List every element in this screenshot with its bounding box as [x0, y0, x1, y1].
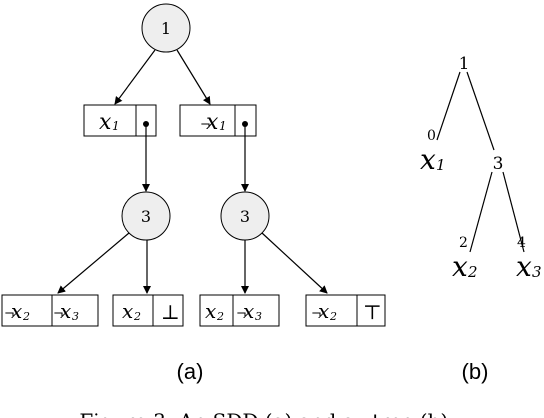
svg-text:¬: ¬ — [311, 307, 322, 322]
svg-text:3: 3 — [72, 310, 79, 323]
svg-text:3: 3 — [141, 207, 151, 226]
sdd-root-node: 1 — [141, 3, 191, 53]
svg-text:x: x — [99, 110, 112, 135]
svg-text:¬: ¬ — [53, 307, 64, 322]
svg-text:¬: ¬ — [4, 307, 15, 322]
svg-text:x: x — [516, 250, 532, 283]
vtree-edge-root-left — [436, 71, 461, 141]
svg-text:2: 2 — [216, 310, 224, 323]
sdd-terminal-3: x 2 ¬ x 3 — [199, 294, 280, 327]
svg-text:3: 3 — [532, 263, 542, 281]
sdd-terminal-2: x 2 ⊥ — [112, 294, 184, 327]
sdd-element-right: ¬ x 1 — [179, 104, 257, 137]
svg-text:0: 0 — [427, 128, 436, 144]
vtree-edge-inner-left — [469, 171, 493, 253]
svg-text:2: 2 — [329, 310, 337, 323]
svg-text:x: x — [452, 250, 468, 283]
svg-text:x: x — [205, 299, 216, 323]
sdd-terminal-1: ¬ x 2 ¬ x 3 — [1, 294, 99, 327]
svg-text:x: x — [122, 299, 133, 323]
sdd-node-left-3: 3 — [121, 191, 171, 241]
svg-text:¬: ¬ — [200, 118, 211, 133]
sdd-root-label: 1 — [161, 19, 171, 38]
sdd-edge-r3-t4 — [261, 232, 328, 294]
sdd-edge-root-right — [176, 49, 211, 105]
svg-text:3: 3 — [240, 207, 250, 226]
vtree-root-label: 1 — [459, 54, 470, 74]
vtree-leaf-x1: 0 x 1 — [420, 128, 446, 176]
figure-caption: Figure 3: An SDD (a) and a vtree (b). — [79, 409, 454, 418]
panel-label-b: (b) — [462, 359, 489, 384]
panel-label-a: (a) — [177, 359, 204, 384]
svg-text:x: x — [206, 110, 219, 135]
svg-text:1: 1 — [219, 119, 227, 133]
svg-text:¬: ¬ — [236, 307, 247, 322]
svg-text:4: 4 — [517, 235, 526, 251]
vtree-leaf-x3: 4 x 3 — [516, 235, 542, 283]
svg-text:2: 2 — [459, 235, 468, 251]
svg-text:x: x — [11, 299, 22, 323]
vtree-leaf-x2: 2 x 2 — [452, 235, 478, 283]
vtree-inner-label: 3 — [493, 154, 504, 174]
svg-text:2: 2 — [467, 263, 478, 281]
sdd-terminal-4: ¬ x 2 ⊤ — [305, 294, 386, 327]
sdd-edge-l3-t1 — [57, 232, 130, 294]
svg-text:3: 3 — [255, 310, 262, 323]
svg-text:⊤: ⊤ — [363, 300, 382, 324]
svg-text:x: x — [243, 299, 254, 323]
svg-text:2: 2 — [133, 310, 141, 323]
vtree-diagram: 1 3 0 x 1 2 x 2 4 x 3 (b) — [420, 54, 542, 384]
vtree-edge-inner-right — [502, 171, 525, 253]
svg-text:1: 1 — [112, 119, 120, 133]
svg-text:2: 2 — [22, 310, 30, 323]
sdd-element-left: x 1 — [83, 104, 157, 137]
svg-text:⊥: ⊥ — [161, 300, 180, 324]
sdd-node-right-3: 3 — [220, 191, 270, 241]
vtree-edge-root-right — [466, 71, 495, 151]
svg-text:x: x — [420, 143, 436, 176]
svg-text:x: x — [60, 299, 71, 323]
svg-text:x: x — [318, 299, 329, 323]
sdd-edge-root-left — [114, 49, 156, 105]
svg-text:1: 1 — [436, 156, 446, 174]
sdd-diagram: 1 x 1 ¬ x 1 3 — [1, 3, 386, 384]
